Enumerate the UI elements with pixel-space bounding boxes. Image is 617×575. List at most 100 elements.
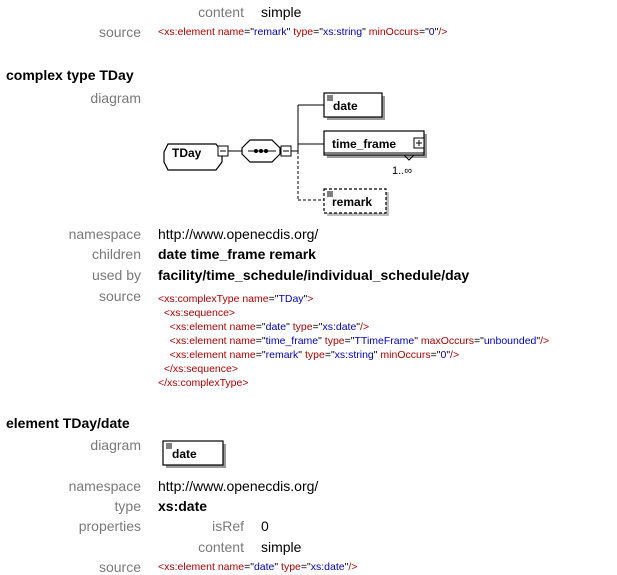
remark-node-label: remark	[332, 195, 372, 209]
source-token: </xs:sequence>	[163, 363, 238, 375]
source-token: />	[540, 335, 550, 347]
content-value: simple	[261, 4, 302, 20]
type-label: type	[114, 498, 141, 514]
source-token: ="	[300, 561, 311, 573]
source-token: remark	[265, 349, 299, 361]
diagram-label: diagram	[90, 437, 141, 453]
source-token: />	[360, 321, 370, 333]
source-token: "	[344, 561, 349, 573]
source-token: <xs:sequence>	[163, 307, 236, 319]
source-token: name	[229, 349, 256, 361]
source-token: time_frame	[265, 335, 319, 347]
source-token: ="	[313, 26, 323, 38]
source-token: type	[292, 321, 313, 333]
source-label: source	[98, 559, 141, 575]
remark-node[interactable]: remark	[323, 188, 389, 216]
content-value: simple	[261, 539, 302, 555]
source-token: xs:date	[322, 321, 357, 333]
source-token: <xs:element	[169, 335, 230, 347]
date-element-node[interactable]: date	[162, 440, 226, 468]
children-links[interactable]: date time_frame remark	[158, 246, 316, 262]
source-token: />	[438, 26, 448, 38]
used-by-label: used by	[91, 267, 141, 283]
date-node[interactable]: date	[323, 92, 385, 120]
source-label: source	[98, 288, 141, 304]
source-token: xs:string	[323, 26, 363, 38]
diagram-label: diagram	[90, 90, 141, 106]
source-token: type	[293, 26, 314, 38]
source-token: name	[229, 321, 256, 333]
content-label: content	[198, 539, 244, 555]
isref-value: 0	[261, 518, 269, 534]
date-node-label: date	[333, 99, 358, 113]
source-token: <xs:complexType	[158, 293, 243, 305]
properties-label: properties	[78, 518, 141, 534]
source-token: unbounded	[483, 335, 537, 347]
source-token: ="	[430, 349, 441, 361]
source-token	[158, 335, 170, 347]
tday-root-node[interactable]: TDay	[163, 143, 223, 171]
source-token: ="	[418, 26, 429, 38]
time-frame-expand-icon[interactable]	[413, 137, 425, 149]
source-token: "	[414, 335, 421, 347]
source-token: "	[286, 321, 293, 333]
source-token: "	[434, 26, 439, 38]
source-token: name	[217, 561, 245, 573]
source-token: ="	[255, 321, 266, 333]
source-token: date	[265, 321, 287, 333]
source-token: "	[303, 293, 308, 305]
source-token: "	[274, 561, 282, 573]
source-token: "	[373, 349, 381, 361]
source-code-block: <xs:complexType name="TDay"> <xs:sequenc…	[158, 292, 549, 390]
root-collapse-icon[interactable]	[217, 145, 229, 157]
section-heading-date: element TDay/date	[6, 415, 130, 431]
source-token: "	[362, 26, 369, 38]
source-token: TTimeFrame	[354, 335, 415, 347]
source-token: </xs:complexType>	[158, 377, 249, 389]
source-token: "	[356, 321, 361, 333]
source-token: minOccurs	[380, 349, 431, 361]
source-token: xs:string	[334, 349, 374, 361]
time-frame-node[interactable]: time_frame	[323, 130, 427, 158]
source-token: />	[348, 561, 358, 573]
source-token: 0	[428, 26, 435, 38]
source-token: xs:date	[310, 561, 345, 573]
source-token: minOccurs	[368, 26, 419, 38]
used-by-link[interactable]: facility/time_schedule/individual_schedu…	[158, 267, 470, 283]
source-token: date	[253, 561, 275, 573]
source-token: "	[318, 335, 325, 347]
source-token: name	[242, 293, 269, 305]
time-frame-occurs-marker	[403, 154, 415, 161]
source-code: <xs:element name="remark" type="xs:strin…	[158, 25, 447, 39]
source-token: ="	[255, 335, 266, 347]
type-value[interactable]: xs:date	[158, 498, 208, 514]
source-token: ="	[324, 349, 335, 361]
namespace-value: http://www.openecdis.org/	[158, 478, 319, 494]
source-label: source	[98, 24, 141, 40]
source-token: <xs:element	[169, 321, 230, 333]
date-diagram: date	[162, 440, 226, 468]
content-label: content	[198, 4, 244, 20]
namespace-value: http://www.openecdis.org/	[158, 226, 319, 242]
source-token: ="	[344, 335, 355, 347]
source-token: name	[217, 26, 245, 38]
source-token: ="	[312, 321, 323, 333]
source-token: />	[450, 349, 460, 361]
time-frame-occurs: 1..∞	[392, 165, 412, 177]
source-token: "	[286, 26, 294, 38]
source-token: >	[307, 293, 314, 305]
sequence-collapse-icon[interactable]	[280, 145, 292, 157]
source-token: "	[298, 349, 305, 361]
tday-root-label: TDay	[172, 146, 202, 160]
source-token: <xs:element	[158, 561, 218, 573]
source-token: 0	[440, 349, 447, 361]
source-token: remark	[253, 26, 287, 38]
source-token: <xs:element	[169, 349, 230, 361]
time-frame-node-label: time_frame	[332, 137, 396, 151]
source-token: type	[281, 561, 301, 573]
source-token: ="	[268, 293, 279, 305]
date-element-label: date	[172, 447, 197, 461]
source-token: type	[304, 349, 325, 361]
source-code: <xs:element name="date" type="xs:date"/>	[158, 560, 357, 574]
namespace-label: namespace	[68, 478, 141, 494]
